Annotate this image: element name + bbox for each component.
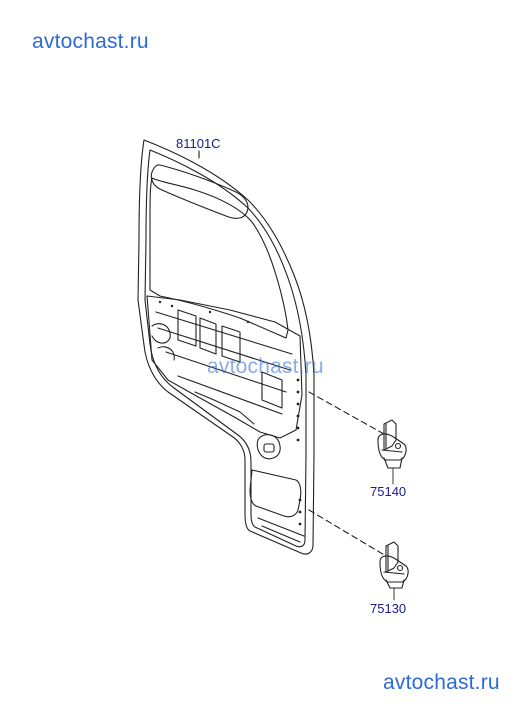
inner-bracket-2 [199, 317, 217, 355]
inner-bracket-4 [261, 371, 283, 409]
lower-brace [194, 391, 255, 425]
lower-pocket [249, 469, 302, 518]
latch-cutout [256, 434, 281, 460]
inner-panel-upper [146, 295, 303, 439]
latch-cutout-inner [263, 443, 275, 453]
inner-rib-4 [177, 375, 283, 415]
upper-hinge-part [377, 419, 407, 485]
door-panel-outline [137, 139, 315, 555]
bottom-step-2 [261, 525, 301, 543]
hinge-holes [158, 300, 302, 526]
watermark-middle: avtochast.ru [207, 355, 324, 378]
inner-bracket-3 [221, 325, 241, 363]
window-opening [149, 177, 289, 339]
inner-detail-1 [151, 323, 171, 344]
top-slot [150, 164, 249, 219]
inner-rib-2 [157, 327, 291, 371]
lower-hinge-part [379, 541, 409, 601]
bottom-step [257, 517, 305, 537]
inner-rib-1 [155, 311, 293, 355]
watermark-bottom: avtochast.ru [383, 671, 500, 694]
part-label-upper-hinge: 75140 [370, 484, 407, 499]
part-label-lower-hinge: 75130 [370, 601, 407, 616]
part-label-door-panel: 81101C [176, 136, 221, 151]
projection-lower-hinge [308, 509, 387, 557]
inner-detail-2 [157, 346, 175, 361]
inner-rib-3 [165, 351, 287, 393]
watermark-top: avtochast.ru [32, 30, 149, 53]
projection-upper-hinge [308, 391, 385, 435]
inner-bracket-1 [177, 309, 197, 347]
